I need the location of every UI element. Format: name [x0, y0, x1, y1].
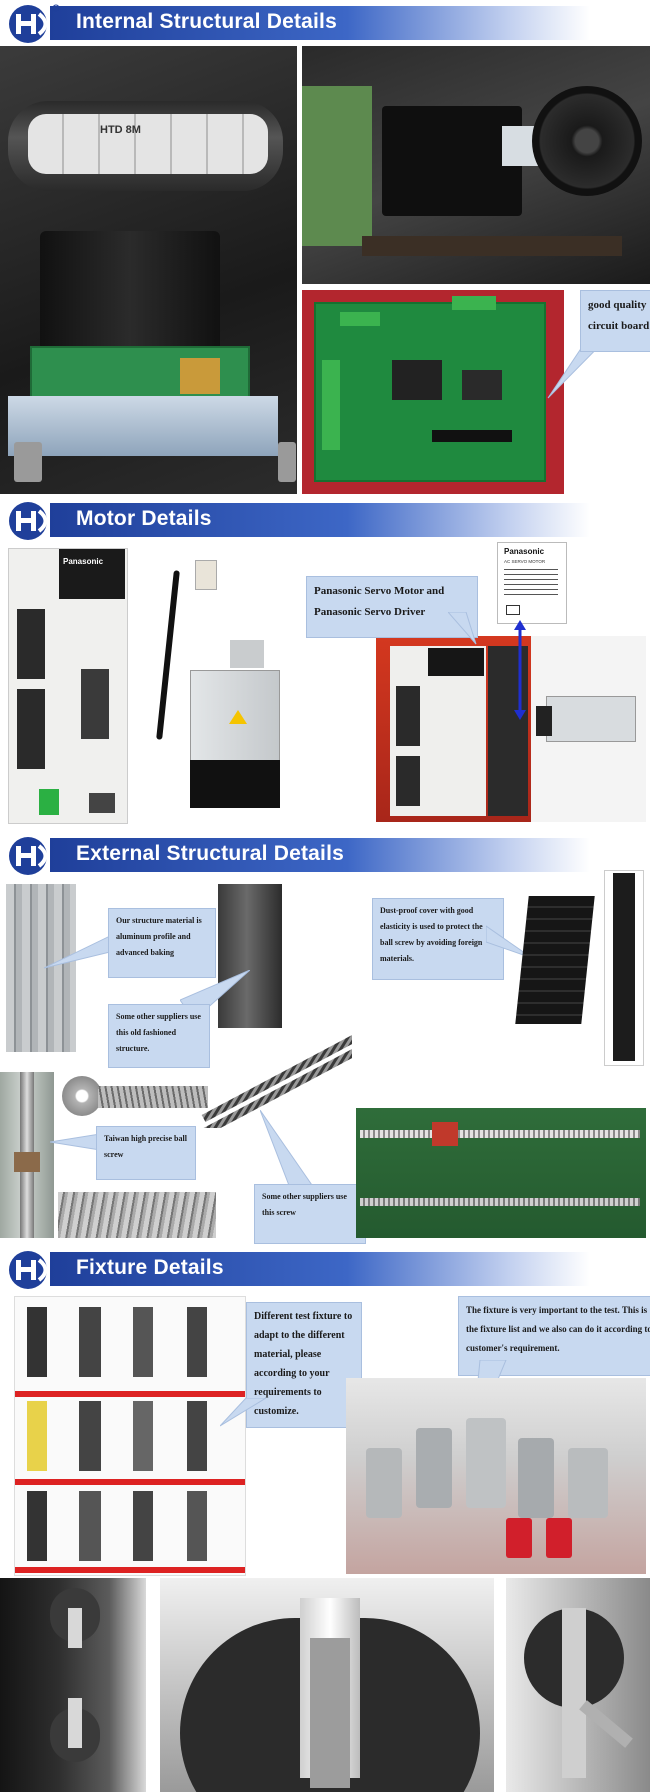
callout-pointer	[44, 935, 110, 969]
photo-dust-cover	[515, 896, 595, 1024]
company-logo	[9, 837, 48, 875]
photo-panasonic-combo	[376, 636, 646, 822]
callout-pointer	[260, 1110, 315, 1189]
photo-circuit-board	[302, 290, 564, 494]
driver-brand: Panasonic	[63, 557, 104, 566]
section-title: Motor Details	[76, 507, 212, 530]
belt-label: HTD 8M	[100, 124, 141, 136]
photo-other-screw	[201, 1035, 352, 1128]
section-banner-external: External Structural Details	[0, 832, 650, 876]
photo-grip-pair	[0, 1578, 146, 1792]
callout-panasonic: Panasonic Servo Motor and Panasonic Serv…	[306, 576, 478, 638]
nameplate-brand: Panasonic	[504, 547, 545, 556]
photo-wedge-grip	[160, 1578, 494, 1792]
callout-dust-cover: Dust-proof cover with good elasticity is…	[372, 898, 504, 980]
photo-fixture-catalog	[14, 1296, 246, 1576]
callout-pointer	[50, 1133, 100, 1151]
company-logo	[9, 502, 48, 540]
company-logo	[9, 1251, 48, 1289]
section-banner-fixture: Fixture Details	[0, 1246, 650, 1290]
section-banner-internal: Internal Structural Details	[0, 0, 650, 44]
photo-motor-nameplate: Panasonic AC SERVO MOTOR	[497, 542, 567, 624]
photo-servo-pulley	[302, 46, 650, 284]
callout-pointer	[486, 925, 532, 959]
photo-dust-cover-strip	[604, 870, 644, 1066]
callout-pointer	[448, 612, 477, 645]
photo-fixture-collection	[346, 1378, 646, 1574]
photo-servo-driver: Panasonic	[8, 548, 128, 824]
photo-belt-drive: HTD 8M	[0, 46, 297, 494]
callout-test-fixture: Different test fixture to adapt to the d…	[246, 1302, 362, 1428]
photo-ball-screw-compare	[356, 1108, 646, 1238]
section-title: External Structural Details	[76, 842, 344, 865]
nameplate-type: AC SERVO MOTOR	[504, 559, 546, 564]
photo-aluminum-profile	[6, 884, 76, 1052]
section-title: Internal Structural Details	[76, 10, 337, 33]
photo-ball-screw-closeup	[58, 1192, 216, 1238]
callout-aluminum: Our structure material is aluminum profi…	[108, 908, 216, 978]
callout-other-screw: Some other suppliers use this screw	[254, 1184, 366, 1244]
company-logo	[9, 4, 60, 43]
callout-pointer	[220, 1398, 266, 1427]
photo-old-structure	[218, 884, 282, 1028]
section-title: Fixture Details	[76, 1256, 224, 1279]
callout-old-structure: Some other suppliers use this old fashio…	[108, 1004, 210, 1068]
photo-round-grip	[506, 1578, 650, 1792]
photo-servo-motor	[145, 540, 295, 822]
callout-taiwan-screw: Taiwan high precise ball screw	[96, 1126, 196, 1180]
callout-circuit-board: good quality circuit board	[580, 290, 650, 352]
section-banner-motor: Motor Details	[0, 497, 650, 541]
arrow-icon	[514, 620, 526, 720]
photo-ball-screw-vertical	[0, 1072, 54, 1238]
